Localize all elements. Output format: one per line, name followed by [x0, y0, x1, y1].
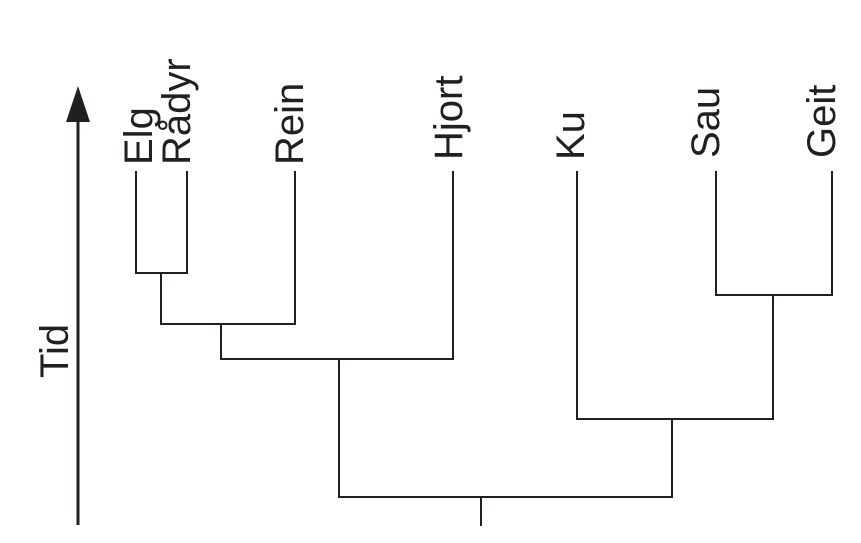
taxon-label-ku: Ku: [549, 111, 593, 160]
taxon-label-hjort: Hjort: [427, 76, 471, 160]
taxon-label-geit: Geit: [800, 85, 844, 158]
time-axis: Tid: [33, 86, 90, 525]
taxon-label-sau: Sau: [684, 87, 728, 158]
taxon-label-radyr: Rådyr: [155, 58, 199, 165]
time-axis-arrowhead: [66, 86, 90, 122]
taxon-label-rein: Rein: [268, 83, 312, 165]
taxon-label-elg: Elg: [117, 107, 161, 165]
taxon-labels: Elg Rådyr Rein Hjort Ku Sau Geit: [117, 58, 844, 165]
tree-branches: [135, 171, 833, 526]
time-axis-label: Tid: [33, 324, 77, 378]
